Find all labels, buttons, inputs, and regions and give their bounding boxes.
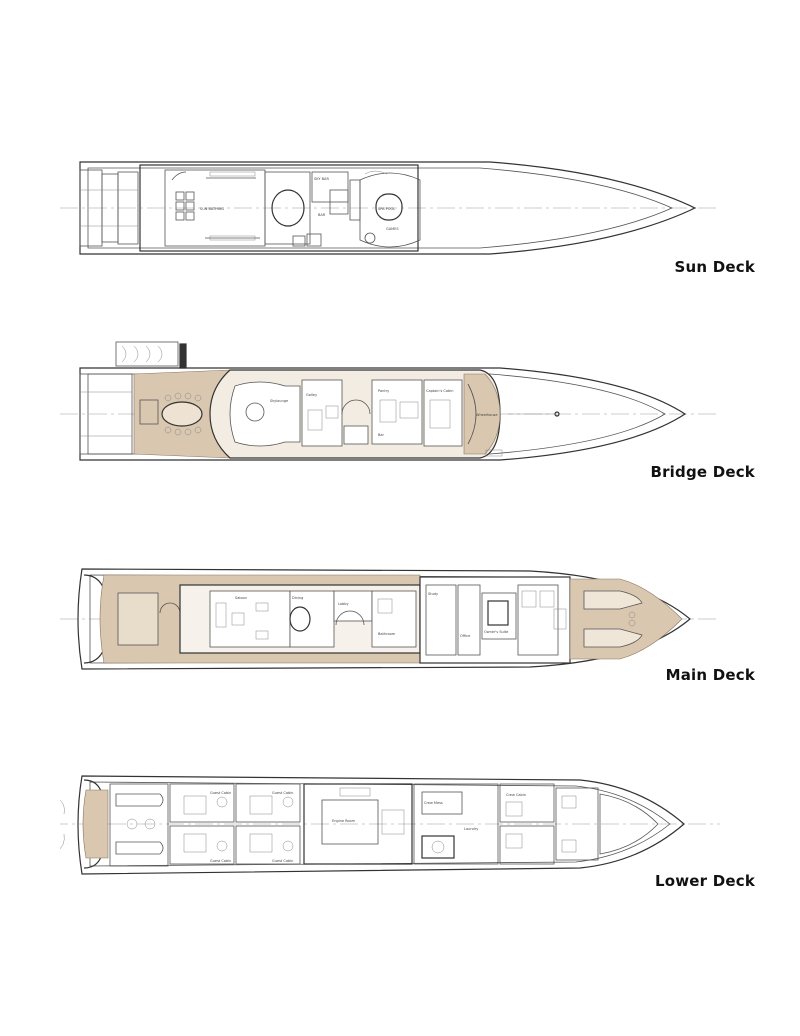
room-label: Guest Cabin <box>272 859 293 863</box>
room-label: Bar <box>378 433 385 437</box>
lower-deck-plan: Guest Cabin Guest Cabin Guest Cabin Gues… <box>60 770 720 880</box>
sun-deck-plan: SUN BATHING SKY BAR BAR SPA POOL GAMES <box>60 150 720 270</box>
room-label: Guest Cabin <box>210 859 231 863</box>
room-label: Guest Cabin <box>272 791 293 795</box>
sun-deck-label: Sun Deck <box>674 258 755 276</box>
room-label: BAR <box>318 213 326 217</box>
room-label: Office <box>460 634 470 638</box>
room-label: Dining <box>292 596 303 600</box>
room-label: Laundry <box>464 827 478 831</box>
room-label: Bathroom <box>378 632 396 636</box>
bridge-deck-plan: Skylounge Galley Pantry Bar Captain's Ca… <box>60 340 720 470</box>
room-label: Owner's Suite <box>484 630 508 634</box>
main-deck-plan: Saloon Dining Lobby Bathroom Study Offic… <box>60 565 720 675</box>
room-label: Study <box>428 592 438 596</box>
room-label: Saloon <box>235 596 247 600</box>
room-label: Lobby <box>338 602 349 606</box>
room-label: Pantry <box>378 389 389 393</box>
room-label: Engine Room <box>332 819 356 823</box>
room-label: SKY BAR <box>314 177 329 181</box>
sun-pads <box>175 191 195 221</box>
room-label: Crew Mess <box>424 801 443 805</box>
room-label: SPA POOL <box>378 207 395 211</box>
lower-deck-label: Lower Deck <box>654 872 755 890</box>
bridge-deck-label: Bridge Deck <box>650 463 755 481</box>
room-label: Captain's Cabin <box>426 389 453 393</box>
room-label: Wheelhouse <box>476 413 498 417</box>
room-label: SUN BATHING <box>200 207 224 211</box>
room-label: Galley <box>306 393 317 397</box>
dining-chairs <box>164 392 202 436</box>
room-label: Guest Cabin <box>210 791 231 795</box>
room-label: Skylounge <box>270 399 288 403</box>
room-label: Crew Cabin <box>506 793 526 797</box>
main-deck-label: Main Deck <box>665 666 755 684</box>
room-label: GAMES <box>386 227 399 231</box>
